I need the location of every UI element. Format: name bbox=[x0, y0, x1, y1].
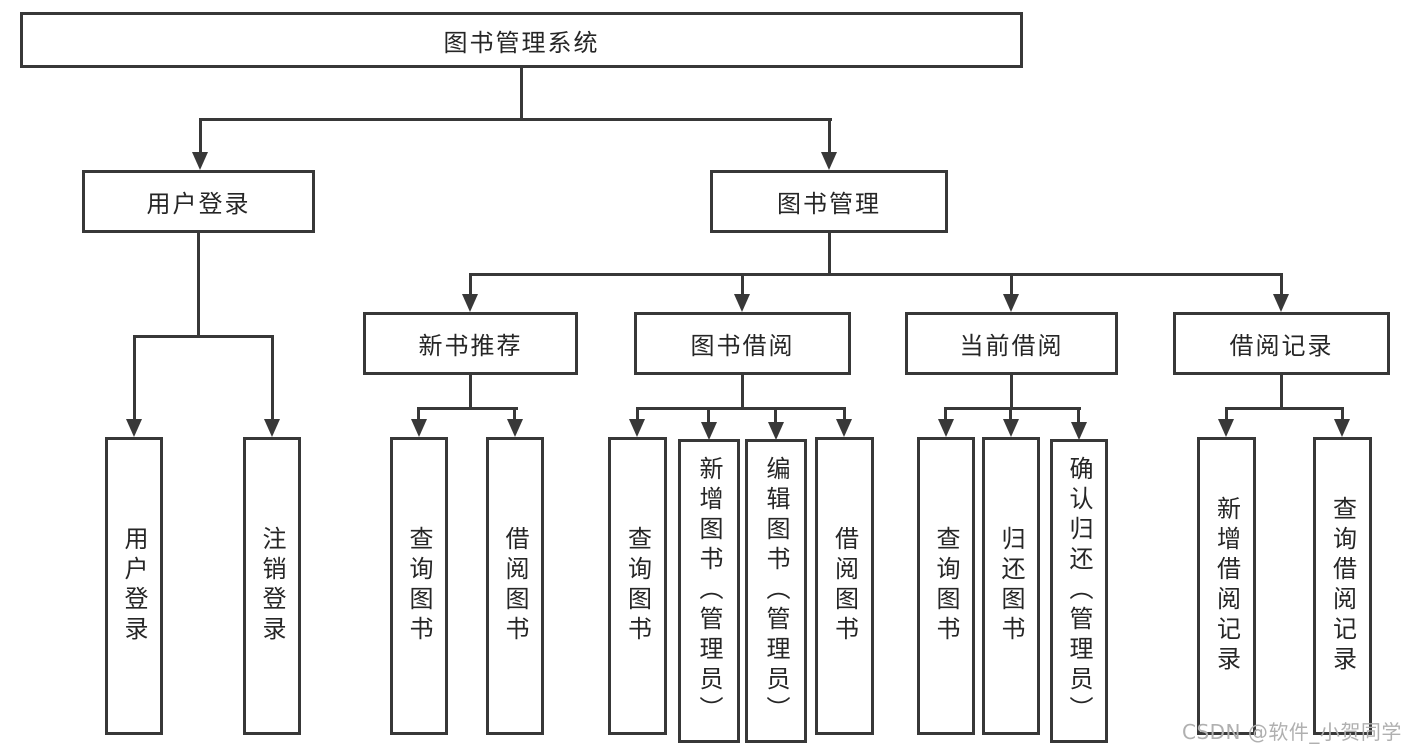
arrowhead-book-borrowing bbox=[734, 294, 750, 312]
connector-recommend-stub bbox=[469, 375, 472, 407]
recommend-query-books-label: 查询图书 bbox=[405, 526, 433, 646]
arrowhead-records-add bbox=[1218, 419, 1234, 437]
connector-shaft-leaf-user-login bbox=[133, 335, 136, 420]
borrowing-query-books-label: 查询图书 bbox=[623, 526, 652, 646]
csdn-watermark: CSDN @软件_小贺同学 bbox=[1182, 720, 1402, 744]
connector-shaft-user-login bbox=[199, 118, 202, 154]
current-confirm-return-admin-label: 确认归还（管理员） bbox=[1065, 456, 1093, 726]
node-recommend-borrow-books: 借阅图书 bbox=[486, 437, 544, 735]
node-new-book-recommend: 新书推荐 bbox=[363, 312, 578, 375]
arrowhead-current-return bbox=[1003, 419, 1019, 437]
arrowhead-current-borrowing bbox=[1003, 294, 1019, 312]
arrowhead-current-confirm bbox=[1071, 422, 1087, 440]
connector-records-horizontal bbox=[1225, 407, 1344, 410]
connector-shaft-records-query bbox=[1341, 407, 1344, 421]
node-recommend-query-books: 查询图书 bbox=[390, 437, 448, 735]
node-records-add-record: 新增借阅记录 bbox=[1197, 437, 1256, 735]
arrowhead-book-management bbox=[821, 152, 837, 170]
connector-current-stub bbox=[1010, 375, 1013, 407]
records-query-record-label: 查询借阅记录 bbox=[1328, 496, 1357, 676]
connector-shaft-recommend-query bbox=[417, 407, 420, 421]
node-book-management: 图书管理 bbox=[710, 170, 948, 233]
connector-shaft-new-book-recommend bbox=[469, 273, 472, 296]
node-borrowing-add-books-admin: 新增图书（管理员） bbox=[678, 439, 740, 743]
node-borrowing-edit-books-admin: 编辑图书（管理员） bbox=[745, 439, 807, 743]
arrowhead-user-login bbox=[192, 152, 208, 170]
borrowing-edit-books-admin-label: 编辑图书（管理员） bbox=[762, 456, 790, 726]
node-borrowing-borrow-books: 借阅图书 bbox=[815, 437, 874, 735]
node-current-confirm-return-admin: 确认归还（管理员） bbox=[1050, 439, 1108, 743]
connector-root-stub bbox=[520, 68, 523, 118]
arrowhead-borrowing-add bbox=[701, 422, 717, 440]
arrowhead-current-query bbox=[938, 419, 954, 437]
arrowhead-borrowing-edit bbox=[768, 422, 784, 440]
node-current-return-books: 归还图书 bbox=[982, 437, 1040, 735]
connector-shaft-borrowing-add bbox=[707, 407, 710, 424]
leaf-logout-label: 注销登录 bbox=[258, 526, 286, 646]
connector-shaft-current-query bbox=[944, 407, 947, 421]
current-query-books-label: 查询图书 bbox=[932, 526, 960, 646]
node-library-system: 图书管理系统 bbox=[20, 12, 1023, 68]
arrowhead-borrowing-query bbox=[629, 419, 645, 437]
connector-shaft-current-confirm bbox=[1077, 407, 1080, 424]
connector-shaft-borrowing-query bbox=[636, 407, 639, 421]
borrowing-add-books-admin-label: 新增图书（管理员） bbox=[695, 456, 723, 726]
node-leaf-user-login: 用户登录 bbox=[105, 437, 163, 735]
connector-shaft-current-return bbox=[1009, 407, 1012, 421]
connector-login-horizontal bbox=[133, 335, 274, 338]
arrowhead-borrowing-borrow bbox=[836, 419, 852, 437]
connector-login-stub bbox=[197, 233, 200, 335]
node-current-borrowing: 当前借阅 bbox=[905, 312, 1118, 375]
records-add-record-label: 新增借阅记录 bbox=[1212, 496, 1241, 676]
node-book-borrowing: 图书借阅 bbox=[634, 312, 851, 375]
recommend-borrow-books-label: 借阅图书 bbox=[501, 526, 529, 646]
node-borrowing-records: 借阅记录 bbox=[1173, 312, 1390, 375]
connector-shaft-borrowing-records bbox=[1280, 273, 1283, 296]
arrowhead-new-book-recommend bbox=[462, 294, 478, 312]
connector-records-stub bbox=[1280, 375, 1283, 407]
node-user-login: 用户登录 bbox=[82, 170, 315, 233]
node-current-query-books: 查询图书 bbox=[917, 437, 975, 735]
node-borrowing-query-books: 查询图书 bbox=[608, 437, 667, 735]
current-return-books-label: 归还图书 bbox=[997, 526, 1025, 646]
connector-borrowing-horizontal bbox=[636, 407, 846, 410]
connector-shaft-records-add bbox=[1225, 407, 1228, 421]
connector-management-stub bbox=[828, 233, 831, 273]
connector-borrowing-stub bbox=[741, 375, 744, 407]
arrowhead-recommend-query bbox=[411, 419, 427, 437]
connector-shaft-book-management bbox=[828, 118, 831, 154]
node-records-query-record: 查询借阅记录 bbox=[1313, 437, 1372, 735]
arrowhead-recommend-borrow bbox=[507, 419, 523, 437]
arrowhead-leaf-user-login bbox=[126, 419, 142, 437]
arrowhead-borrowing-records bbox=[1273, 294, 1289, 312]
arrowhead-records-query bbox=[1334, 419, 1350, 437]
connector-shaft-borrowing-borrow bbox=[843, 407, 846, 421]
connector-shaft-current-borrowing bbox=[1010, 273, 1013, 296]
connector-current-horizontal bbox=[945, 407, 1081, 410]
connector-shaft-recommend-borrow bbox=[513, 407, 516, 421]
connector-shaft-borrowing-edit bbox=[774, 407, 777, 424]
connector-root-horizontal bbox=[199, 118, 832, 121]
arrowhead-leaf-logout bbox=[264, 419, 280, 437]
leaf-user-login-label: 用户登录 bbox=[120, 526, 148, 646]
node-leaf-logout: 注销登录 bbox=[243, 437, 301, 735]
connector-shaft-leaf-logout bbox=[271, 335, 274, 420]
borrowing-borrow-books-label: 借阅图书 bbox=[830, 526, 859, 646]
connector-management-horizontal bbox=[469, 273, 1283, 276]
connector-recommend-horizontal bbox=[418, 407, 518, 410]
connector-shaft-book-borrowing bbox=[741, 273, 744, 296]
